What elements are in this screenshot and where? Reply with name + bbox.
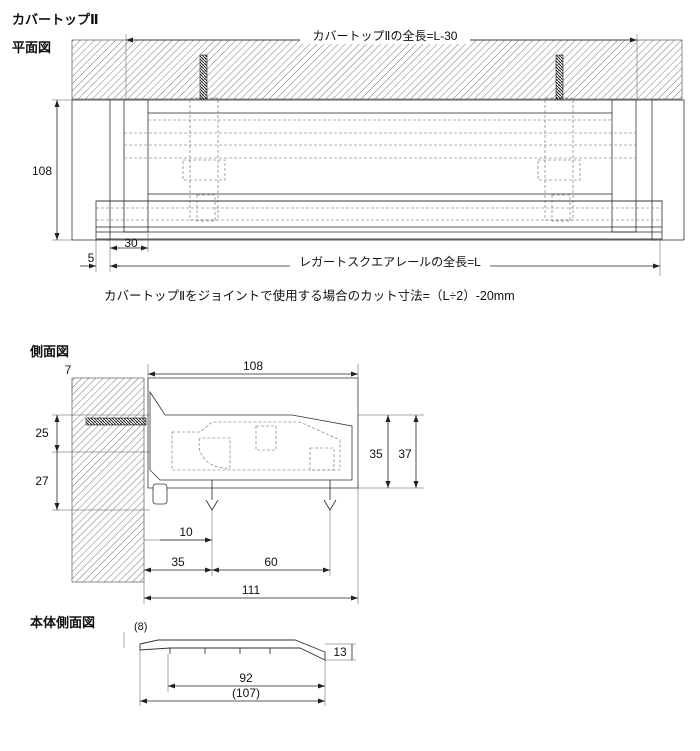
body-side-view-title: 本体側面図 (30, 615, 95, 630)
side-7-label: 7 (65, 363, 72, 377)
body-107-label: (107) (232, 686, 260, 700)
bracket-left (182, 97, 226, 222)
wall-hatch (71, 377, 145, 583)
side-screw (85, 417, 147, 426)
screw-right (555, 54, 564, 100)
main-title: カバートップⅡ (12, 12, 99, 27)
side-view-title: 側面図 (29, 344, 69, 359)
plan-height-label: 108 (32, 164, 52, 178)
side-width-108-label: 108 (243, 359, 263, 373)
offset-5-label: 5 (88, 251, 95, 265)
end-cap-right (651, 99, 685, 241)
ceiling-hatch (71, 39, 683, 100)
side-111-label: 111 (242, 583, 261, 597)
rail-length-label: レガートスクエアレールの全長=L (299, 254, 481, 269)
top-length-label: カバートップⅡの全長=L-30 (313, 28, 458, 43)
side-60-label: 60 (264, 555, 278, 569)
side-25-label: 25 (35, 426, 49, 440)
cover-outline (147, 377, 359, 489)
screw-left (199, 54, 208, 100)
side-27-label: 27 (35, 474, 49, 488)
body-8-label: (8) (134, 621, 147, 633)
side-37-label: 37 (398, 447, 412, 461)
joint-cut-note: カバートップⅡをジョイントで使用する場合のカット寸法=（L÷2）-20mm (104, 288, 515, 303)
body-92-label: 92 (239, 671, 253, 685)
side-35-label: 35 (369, 447, 383, 461)
body-13-label: 13 (333, 645, 347, 659)
end-cap-left (71, 99, 111, 241)
plan-view: カバートップⅡの全長=L-30 (32, 27, 685, 303)
body-side-view: (8) 13 92 (107) (123, 621, 356, 706)
plan-view-title: 平面図 (12, 40, 51, 55)
offset-30-label: 30 (124, 236, 138, 250)
side-view: 108 7 25 27 35 37 10 (35, 359, 424, 604)
cover-top-body (106, 99, 658, 241)
side-10-label: 10 (179, 525, 193, 539)
bracket-right (537, 97, 581, 222)
side-35b-label: 35 (171, 555, 185, 569)
